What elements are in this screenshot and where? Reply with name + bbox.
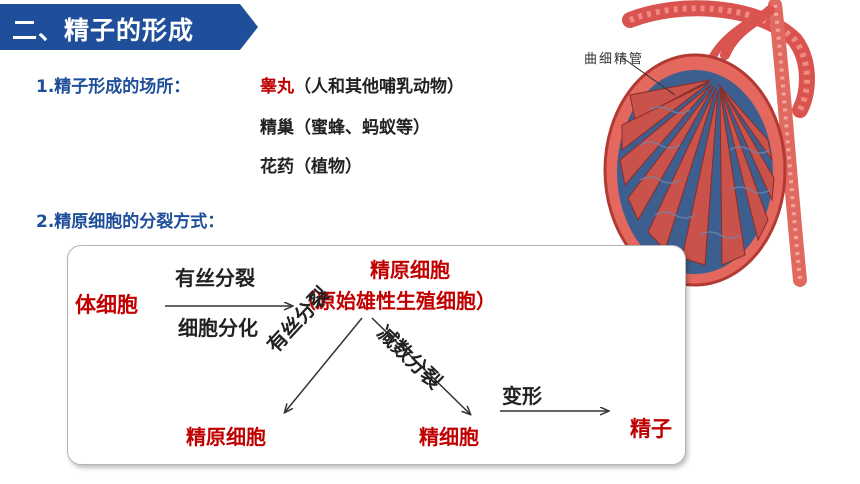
testis-illustration <box>603 0 815 287</box>
edge-mitosis-label: 有丝分裂 <box>175 266 255 290</box>
place-note: （蜜蜂、蚂蚁等） <box>294 118 430 138</box>
spermatid-result: 精细胞 <box>419 425 479 449</box>
place-item-testis: 睾丸（人和其他哺乳动物） <box>260 72 464 97</box>
place-note: （植物） <box>294 157 362 177</box>
sperm-result: 精子 <box>630 417 672 441</box>
transform-label: 变形 <box>502 384 542 408</box>
place-item-anther: 花药（植物） <box>260 152 362 177</box>
place-organ: 精巢 <box>260 118 294 138</box>
somatic-cell: 体细胞 <box>75 293 138 317</box>
page-title: 二、精子的形成 <box>12 16 195 45</box>
spermatogonium-title: 精原细胞 <box>370 258 450 282</box>
place-organ: 睾丸 <box>260 77 294 97</box>
title-banner: 二、精子的形成 <box>0 4 258 50</box>
seminiferous-tubule-label: 曲细精管 <box>584 52 645 67</box>
spermatogonium-subtitle: （原始雄性生殖细胞） <box>296 289 496 313</box>
section1-label: 1.精子形成的场所： <box>36 77 191 97</box>
spermatogonium-result: 精原细胞 <box>186 425 266 449</box>
place-organ: 花药 <box>260 157 294 177</box>
place-item-sperm-nest: 精巢（蜜蜂、蚂蚁等） <box>260 113 430 138</box>
edge-differentiation-label: 细胞分化 <box>178 316 258 340</box>
place-note: （人和其他哺乳动物） <box>294 77 464 97</box>
section2-label: 2.精原细胞的分裂方式： <box>36 212 225 232</box>
